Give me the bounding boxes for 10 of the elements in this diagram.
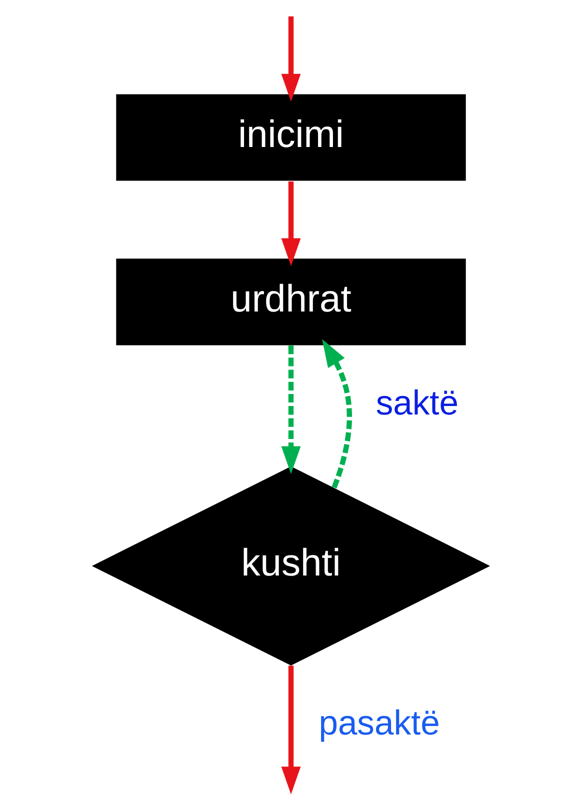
node-box: inicimi — [116, 94, 466, 181]
arrow — [280, 346, 300, 474]
edge-label: pasaktë — [318, 704, 440, 743]
arrow — [322, 339, 352, 488]
arrow — [280, 16, 300, 102]
node-box: urdhrat — [116, 258, 466, 346]
arrow — [280, 182, 300, 266]
arrow — [280, 666, 300, 794]
edge-label: saktë — [375, 384, 458, 422]
node-diamond: kushti — [91, 466, 490, 666]
